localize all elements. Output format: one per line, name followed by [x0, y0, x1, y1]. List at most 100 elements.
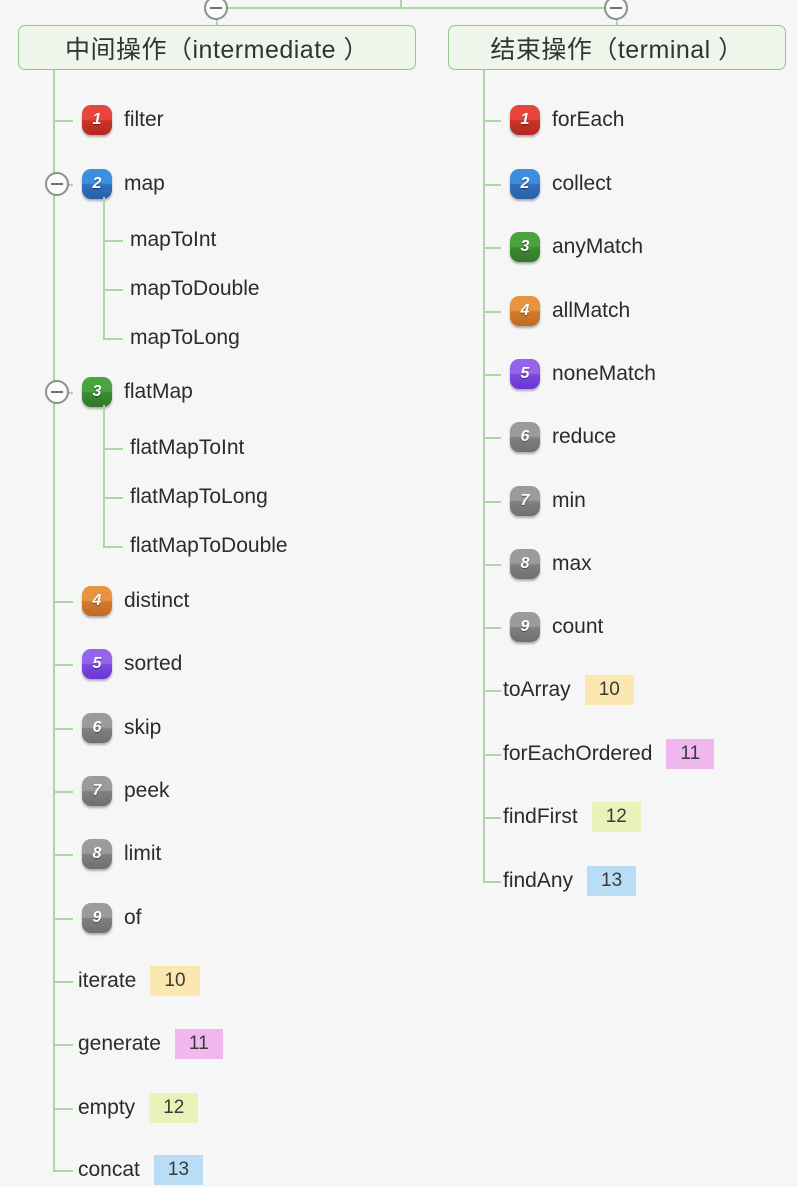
- left-connector-distinct: [53, 601, 73, 603]
- node-concat[interactable]: concat 13: [78, 1153, 204, 1187]
- right-connector-noneMatch: [483, 374, 501, 376]
- node-flatMapToLong[interactable]: flatMapToLong: [130, 480, 268, 514]
- node-filter[interactable]: 1 filter: [82, 103, 164, 137]
- root-label-intermediate: 中间操作（intermediate ）: [64, 35, 370, 64]
- collapse-toggle-flatmap[interactable]: [45, 380, 69, 404]
- top-vertical-stub: [400, 0, 402, 8]
- badge-number-icon: 2: [82, 169, 112, 199]
- map-children-trunk: [103, 197, 105, 340]
- node-flatMapToDouble[interactable]: flatMapToDouble: [130, 529, 288, 563]
- right-connector-forEach: [483, 120, 501, 122]
- right-connector-findFirst: [483, 817, 501, 819]
- node-label: noneMatch: [552, 362, 656, 385]
- highlight-badge: 12: [149, 1093, 199, 1123]
- node-label: allMatch: [552, 299, 631, 322]
- node-mapToLong[interactable]: mapToLong: [130, 321, 240, 355]
- left-connector-generate: [53, 1044, 73, 1046]
- badge-number-icon: 4: [82, 586, 112, 616]
- badge-number-icon: 9: [82, 903, 112, 933]
- left-connector-empty: [53, 1108, 73, 1110]
- flatmap-children-trunk: [103, 405, 105, 548]
- node-min[interactable]: 7 min: [510, 484, 586, 518]
- node-max[interactable]: 8 max: [510, 547, 592, 581]
- node-mapToDouble[interactable]: mapToDouble: [130, 272, 260, 306]
- collapse-toggle-terminal[interactable]: [604, 0, 628, 20]
- node-label: mapToInt: [130, 228, 217, 251]
- node-collect[interactable]: 2 collect: [510, 167, 612, 201]
- node-toArray[interactable]: toArray 10: [503, 673, 634, 707]
- node-flatMap[interactable]: 3 flatMap: [82, 375, 193, 409]
- node-label: map: [124, 172, 165, 195]
- root-label-terminal: 结束操作（terminal ）: [490, 35, 744, 64]
- flatmap-child-connector: [103, 497, 123, 499]
- root-node-intermediate[interactable]: 中间操作（intermediate ）: [18, 25, 416, 70]
- badge-number-icon: 9: [510, 612, 540, 642]
- node-peek[interactable]: 7 peek: [82, 774, 170, 808]
- node-label: findAny: [503, 869, 574, 892]
- node-noneMatch[interactable]: 5 noneMatch: [510, 357, 656, 391]
- node-label: anyMatch: [552, 235, 644, 258]
- node-label: forEach: [552, 108, 625, 131]
- node-empty[interactable]: empty 12: [78, 1091, 199, 1125]
- right-connector-allMatch: [483, 311, 501, 313]
- node-forEachOrdered[interactable]: forEachOrdered 11: [503, 737, 715, 771]
- node-mapToInt[interactable]: mapToInt: [130, 223, 216, 257]
- node-reduce[interactable]: 6 reduce: [510, 420, 616, 454]
- flatmap-child-connector: [103, 546, 123, 548]
- map-child-connector: [103, 240, 123, 242]
- node-label: flatMapToLong: [130, 485, 268, 508]
- node-label: count: [552, 615, 604, 638]
- node-anyMatch[interactable]: 3 anyMatch: [510, 230, 643, 264]
- node-label: peek: [124, 779, 170, 802]
- left-connector-sorted: [53, 664, 73, 666]
- node-distinct[interactable]: 4 distinct: [82, 584, 189, 618]
- collapse-toggle-map[interactable]: [45, 172, 69, 196]
- node-flatMapToInt[interactable]: flatMapToInt: [130, 431, 244, 465]
- collapse-toggle-intermediate[interactable]: [204, 0, 228, 20]
- node-iterate[interactable]: iterate 10: [78, 964, 200, 998]
- left-connector-filter: [53, 120, 73, 122]
- node-label: reduce: [552, 425, 617, 448]
- node-findFirst[interactable]: findFirst 12: [503, 800, 641, 834]
- badge-number-icon: 1: [510, 105, 540, 135]
- node-findAny[interactable]: findAny 13: [503, 864, 637, 898]
- node-label: max: [552, 552, 592, 575]
- node-of[interactable]: 9 of: [82, 901, 142, 935]
- badge-number-icon: 5: [82, 649, 112, 679]
- node-label: flatMapToInt: [130, 436, 245, 459]
- highlight-badge: 13: [153, 1155, 204, 1185]
- node-count[interactable]: 9 count: [510, 610, 603, 644]
- node-sorted[interactable]: 5 sorted: [82, 647, 182, 681]
- node-label: min: [552, 489, 586, 512]
- node-map[interactable]: 2 map: [82, 167, 165, 201]
- right-connector-reduce: [483, 437, 501, 439]
- node-label: forEachOrdered: [503, 742, 653, 765]
- flatmap-child-connector: [103, 448, 123, 450]
- badge-number-icon: 3: [510, 232, 540, 262]
- right-connector-collect: [483, 184, 501, 186]
- node-label: distinct: [124, 589, 190, 612]
- node-allMatch[interactable]: 4 allMatch: [510, 294, 630, 328]
- highlight-badge: 11: [666, 739, 715, 769]
- node-label: mapToDouble: [130, 277, 260, 300]
- node-label: toArray: [503, 678, 571, 701]
- right-connector-forEachOrdered: [483, 754, 501, 756]
- badge-number-icon: 8: [82, 839, 112, 869]
- root-node-terminal[interactable]: 结束操作（terminal ）: [448, 25, 786, 70]
- node-forEach[interactable]: 1 forEach: [510, 103, 624, 137]
- left-connector-of: [53, 918, 73, 920]
- node-limit[interactable]: 8 limit: [82, 837, 161, 871]
- node-label: collect: [552, 172, 612, 195]
- node-label: flatMapToDouble: [130, 534, 288, 557]
- right-trunk-line: [483, 70, 485, 882]
- node-label: sorted: [124, 652, 183, 675]
- highlight-badge: 12: [591, 802, 641, 832]
- left-connector-skip: [53, 728, 73, 730]
- badge-number-icon: 7: [510, 486, 540, 516]
- node-generate[interactable]: generate 11: [78, 1027, 223, 1061]
- left-connector-peek: [53, 791, 73, 793]
- node-skip[interactable]: 6 skip: [82, 711, 161, 745]
- node-label: of: [124, 906, 142, 929]
- left-connector-limit: [53, 854, 73, 856]
